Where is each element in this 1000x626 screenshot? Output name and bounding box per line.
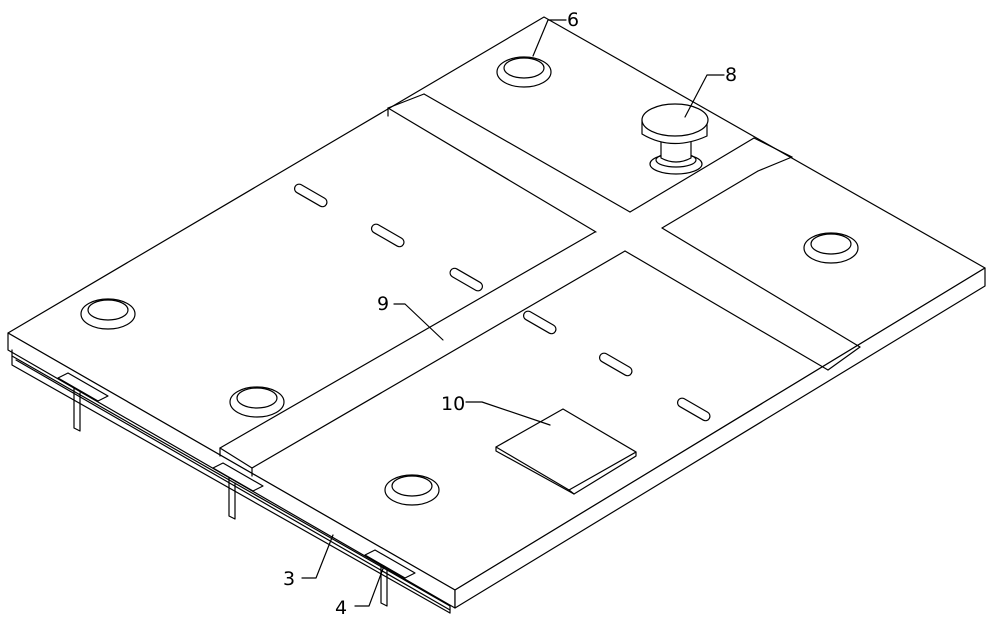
plate-top-surface (7, 16, 986, 591)
rail-9-edge-h (661, 227, 861, 348)
pad-bottom (384, 474, 440, 506)
rail-9-edge-a (219, 231, 596, 449)
bracket-1 (57, 372, 109, 432)
pad-top (496, 56, 552, 88)
strip-3-lower (15, 359, 451, 611)
leader-lines (301, 19, 725, 607)
pad-right (803, 232, 859, 264)
pad-left (80, 298, 136, 330)
rail-9-edge-f (423, 93, 631, 213)
round-pads (80, 56, 859, 506)
rail-9-edge-b (251, 250, 626, 469)
slots (293, 183, 711, 422)
bracket-2 (212, 462, 264, 520)
label-part-9: 9 (377, 293, 389, 315)
label-part-8: 8 (725, 64, 737, 86)
part-labels: 6 8 9 10 3 4 (283, 9, 737, 619)
rail-9-edge-d (629, 137, 755, 213)
label-part-10: 10 (441, 393, 465, 415)
bracket-3 (364, 549, 416, 607)
rail-9-edge-c (661, 170, 759, 229)
brackets (57, 372, 416, 607)
label-part-3: 3 (283, 568, 295, 590)
lower-strips (11, 349, 451, 614)
strip-3-outer (11, 349, 451, 614)
cross-rails (219, 93, 861, 477)
pad-middle-left (229, 386, 285, 418)
label-part-4: 4 (335, 597, 347, 619)
rail-9-edge-g (624, 250, 829, 371)
label-part-6: 6 (567, 9, 579, 31)
rail-9-edge-e (387, 107, 597, 233)
strip-3-inner (11, 355, 451, 607)
base-plate (7, 16, 986, 609)
knob (641, 103, 709, 175)
